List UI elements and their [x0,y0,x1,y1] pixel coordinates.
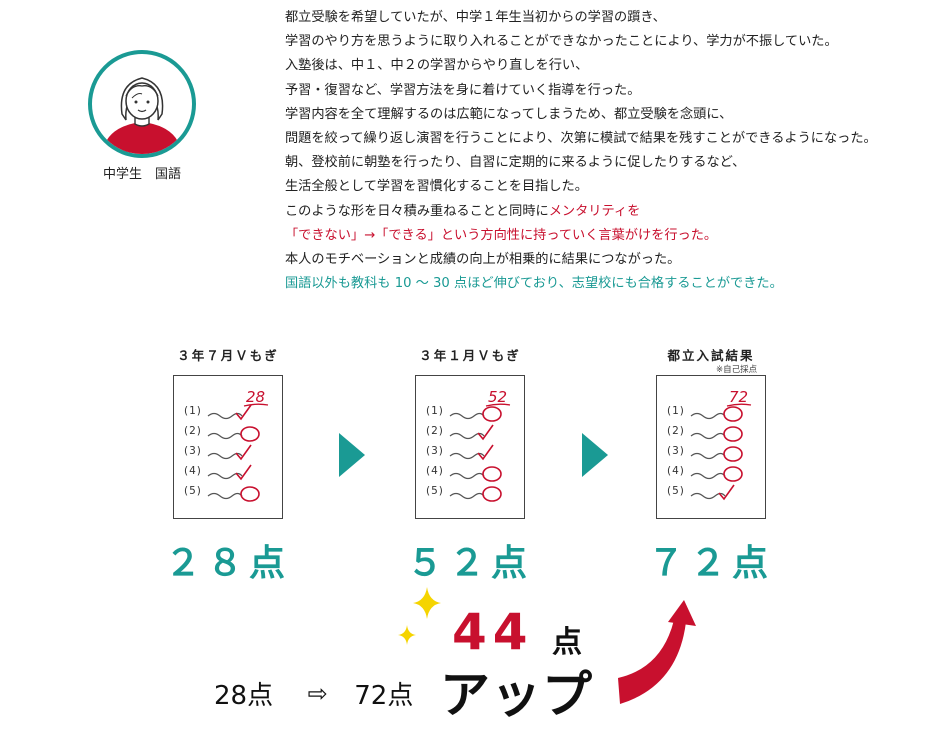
next-arrow-icon [582,433,608,477]
story-line: 本人のモチベーションと成績の向上が相乗的に結果につながった。 [285,252,681,268]
correct-circle-icon [723,406,743,422]
incorrect-check-icon [718,484,735,501]
test-sheet: (1) (2) (3) (4) (5) 72 [656,375,766,519]
story-highlight-red: 「できない」→「できる」という方向性に持っていく言葉がけを行った。 [285,227,718,243]
question-number: (1) [426,405,444,417]
summary-from: 28点 [214,681,274,711]
question-number: (1) [667,405,685,417]
story-line: 入塾後は、中１、中２の学習からやり直しを行い、 [285,58,589,74]
gain-up-label: アップ [440,666,593,724]
score-underline [726,403,752,407]
correct-circle-icon [723,466,743,482]
answer-line [207,432,243,440]
question-number: (3) [184,445,202,457]
story-line: 学習のやり方を思うように取り入れることができなかったことにより、学力が不振してい… [285,34,838,50]
question-number: (4) [184,465,202,477]
story-line: このような形を日々積み重ねることと同時にメンタリティを [285,200,925,224]
question-number: (4) [426,465,444,477]
profile-caption: 中学生 国語 [102,167,181,182]
score-summary: 28点 ⇨ 72点 [214,675,413,712]
incorrect-check-icon [235,464,252,481]
gain-unit: 点 [552,625,582,660]
question-number: (4) [667,465,685,477]
score-underline [485,403,511,407]
correct-circle-icon [240,426,260,442]
incorrect-check-icon [477,444,494,461]
question-number: (3) [667,445,685,457]
answer-line [207,412,243,420]
question-number: (2) [426,425,444,437]
correct-circle-icon [723,446,743,462]
story-text: 都立受験を希望していたが、中学１年生当初からの学習の躓き、 学習のやり方を思うよ… [285,6,925,296]
answer-line [449,412,485,420]
score-stage-1: ２８点 [164,543,291,584]
story-line: 予習・復習など、学習方法を身に着けていく指導を行った。 [285,82,641,98]
gain-number: 44 [452,603,534,661]
avatar-circle [88,50,196,158]
handwritten-score: 72 [729,388,748,406]
next-arrow-icon [339,433,365,477]
answer-line [690,492,726,500]
incorrect-check-icon [235,404,252,421]
question-number: (1) [184,405,202,417]
self-scoring-note: ※自己採点 [716,365,758,375]
correct-circle-icon [723,426,743,442]
stage-title-1: ３年７月Ｖもぎ [177,348,279,363]
girl-illustration-icon [102,77,182,154]
handwritten-score: 28 [246,388,265,406]
answer-line [690,472,726,480]
answer-marks: 28 [207,388,269,502]
story-line: 生活全般として学習を習慣化することを目指した。 [285,179,588,195]
answer-line [207,452,243,460]
correct-circle-icon [240,486,260,502]
correct-circle-icon [482,466,502,482]
answer-line [690,452,726,460]
summary-arrow-icon: ⇨ [307,679,328,708]
story-highlight-red: メンタリティを [548,203,641,219]
incorrect-check-icon [477,424,494,441]
answer-line [690,432,726,440]
student-avatar [88,50,196,158]
question-number: (5) [184,485,202,497]
story-line: 学習内容を全て理解するのは広範になってしまうため、都立受験を念頭に、 [285,106,733,122]
story-highlight-teal: 国語以外も教科も 10 ～ 30 点ほど伸びており、志望校にも合格することができ… [285,276,783,292]
summary-to: 72点 [354,681,414,711]
score-stage-2: ５２点 [406,543,533,584]
stage-title-3: 都立入試結果 [667,348,755,363]
answer-marks: 52 [449,388,511,502]
question-number: (5) [667,485,685,497]
answer-line [690,412,726,420]
question-number: (2) [667,425,685,437]
answer-line [207,492,243,500]
answer-line [207,472,243,480]
answer-line [449,452,485,460]
story-line: 都立受験を希望していたが、中学１年生当初からの学習の躓き、 [285,10,666,25]
story-line: 朝、登校前に朝塾を行ったり、自習に定期的に来るように促したりするなど、 [285,155,746,171]
stage-title-2: ３年１月Ｖもぎ [419,348,521,363]
answer-line [449,492,485,500]
upward-curve-arrow-icon [618,600,696,704]
story-text-plain: このような形を日々積み重ねることと同時に [285,203,549,219]
score-stage-3: ７２点 [647,543,774,584]
correct-circle-icon [482,406,502,422]
score-underline [243,403,269,407]
correct-circle-icon [482,486,502,502]
answer-marks: 72 [690,388,752,501]
story-line: 問題を絞って繰り返し演習を行うことにより、次第に模試で結果を残すことができるよう… [285,131,877,147]
answer-line [449,472,485,480]
answer-line [449,432,485,440]
question-number: (2) [184,425,202,437]
handwritten-score: 52 [488,388,507,406]
test-sheet: (1) (2) (3) (4) (5) 52 [415,375,525,519]
test-sheet: (1) (2) (3) (4) (5) 28 [173,375,283,519]
question-number: (5) [426,485,444,497]
question-number: (3) [426,445,444,457]
incorrect-check-icon [235,444,252,461]
sparkle-icon [398,587,441,645]
